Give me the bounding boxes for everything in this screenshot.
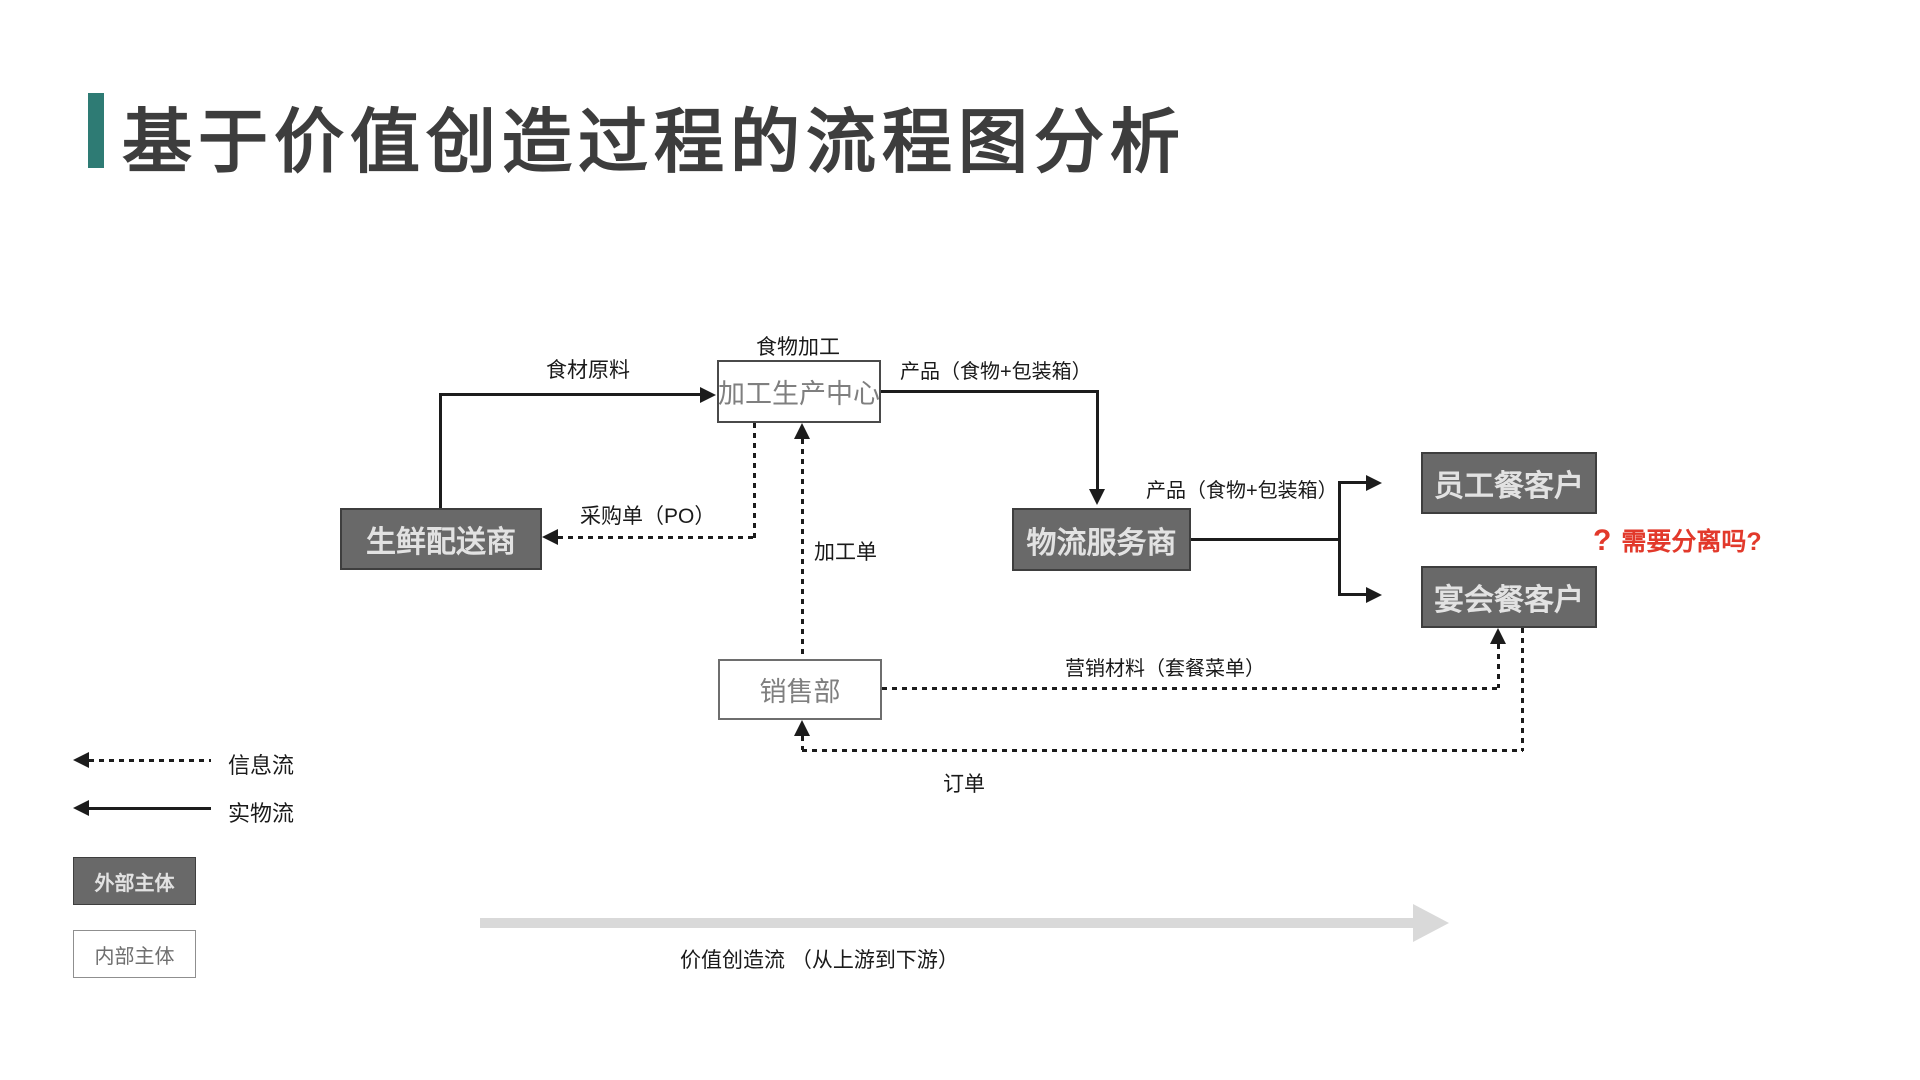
node-logistics-provider-label: 物流服务商 bbox=[1026, 526, 1177, 560]
legend-info-flow-line bbox=[89, 759, 211, 762]
value-stream-arrowhead bbox=[1413, 904, 1449, 942]
node-fresh-supplier-label: 生鲜配送商 bbox=[366, 526, 516, 559]
info-line-processing-order bbox=[801, 439, 804, 659]
node-banquet-meal-customer: 宴会餐客户 bbox=[1421, 566, 1597, 628]
node-sales-dept-label: 销售部 bbox=[759, 677, 841, 707]
node-processing-center-label: 加工生产中心 bbox=[718, 379, 880, 409]
info-line-order-riser bbox=[801, 736, 804, 750]
label-food-processing: 食物加工 bbox=[756, 336, 840, 359]
arrowhead-to-staff-customer bbox=[1366, 475, 1382, 491]
arrowhead-raw-ingredients bbox=[700, 387, 716, 403]
label-processing-order: 加工单 bbox=[814, 541, 877, 564]
flow-line-split-vertical bbox=[1338, 482, 1341, 596]
node-sales-dept: 销售部 bbox=[718, 659, 882, 720]
flow-line-to-banquet-customer bbox=[1338, 593, 1366, 596]
value-stream-arrow-bar bbox=[480, 918, 1413, 928]
node-fresh-supplier: 生鲜配送商 bbox=[340, 508, 542, 570]
flow-line-product-right bbox=[1191, 538, 1341, 541]
info-line-order-drop bbox=[1521, 628, 1524, 751]
flow-line-raw-ingredients bbox=[439, 393, 700, 396]
label-purchase-order: 采购单（PO） bbox=[580, 505, 716, 528]
arrowhead-purchase-order bbox=[542, 529, 558, 545]
arrowhead-to-banquet-customer bbox=[1366, 587, 1382, 603]
legend-info-flow-arrowhead bbox=[73, 752, 89, 768]
node-staff-meal-customer: 员工餐客户 bbox=[1421, 452, 1597, 514]
flow-line-product-top-drop bbox=[1096, 390, 1099, 489]
flow-line-raw-ingredients-riser bbox=[439, 394, 442, 508]
label-raw-ingredients: 食材原料 bbox=[546, 359, 630, 382]
node-logistics-provider: 物流服务商 bbox=[1012, 508, 1191, 571]
legend-physical-flow-arrowhead bbox=[73, 800, 89, 816]
node-banquet-meal-customer-label: 宴会餐客户 bbox=[1434, 584, 1584, 617]
annotation-question-mark: ? bbox=[1593, 524, 1612, 557]
flow-line-product-top bbox=[881, 390, 1099, 393]
legend-physical-flow-line bbox=[89, 807, 211, 810]
info-line-purchase-order bbox=[558, 536, 755, 539]
label-order: 订单 bbox=[943, 773, 985, 796]
value-stream-label: 价值创造流 （从上游到下游） bbox=[680, 949, 959, 972]
flow-line-to-staff-customer bbox=[1338, 481, 1366, 484]
annotation-need-separation: ? 需要分离吗? bbox=[1593, 522, 1762, 558]
legend-internal-entity: 内部主体 bbox=[73, 930, 196, 978]
annotation-question-text: 需要分离吗? bbox=[1621, 528, 1762, 556]
arrowhead-processing-order bbox=[794, 423, 810, 439]
label-product-right: 产品（食物+包装箱） bbox=[1146, 480, 1338, 502]
label-marketing-material: 营销材料（套餐菜单） bbox=[1065, 658, 1265, 680]
info-line-purchase-order-riser bbox=[753, 423, 756, 538]
node-staff-meal-customer-label: 员工餐客户 bbox=[1434, 470, 1584, 503]
info-line-marketing-material-riser bbox=[1497, 644, 1500, 688]
legend-external-entity: 外部主体 bbox=[73, 857, 196, 905]
legend-physical-flow-label: 实物流 bbox=[228, 801, 295, 826]
arrowhead-product-top bbox=[1089, 489, 1105, 505]
node-processing-center: 加工生产中心 bbox=[717, 360, 881, 423]
legend-internal-entity-label: 内部主体 bbox=[94, 945, 175, 968]
info-line-order bbox=[802, 749, 1523, 752]
page-title: 基于价值创造过程的流程图分析 bbox=[122, 103, 1186, 181]
legend-external-entity-label: 外部主体 bbox=[94, 872, 175, 895]
label-product-top: 产品（食物+包装箱） bbox=[900, 361, 1092, 383]
info-line-marketing-material bbox=[882, 687, 1500, 690]
arrowhead-marketing-material bbox=[1490, 628, 1506, 644]
arrowhead-order bbox=[794, 720, 810, 736]
title-accent-bar bbox=[88, 93, 104, 168]
legend-info-flow-label: 信息流 bbox=[228, 753, 295, 778]
